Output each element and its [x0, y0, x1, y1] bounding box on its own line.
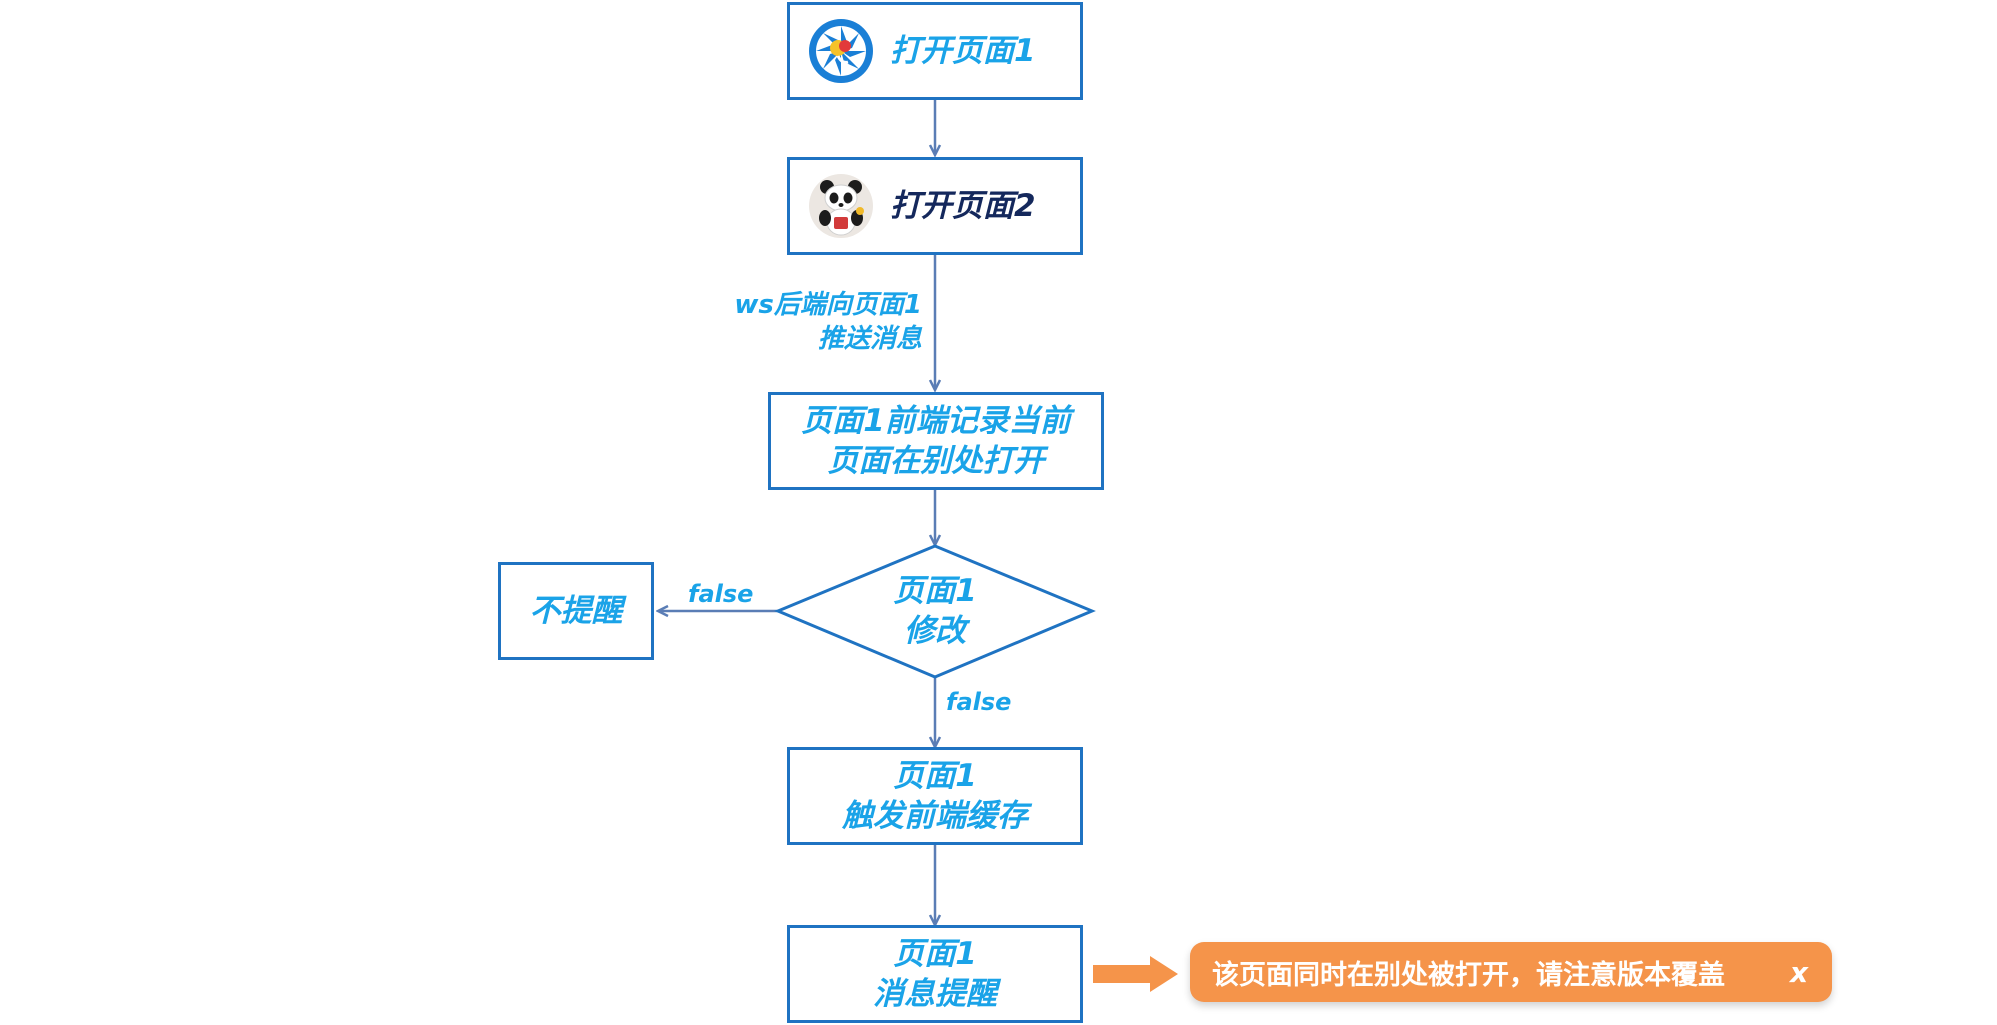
node-open-page2-label: 打开页面2 [890, 187, 1036, 224]
toast-pointer-arrow [1093, 956, 1178, 992]
panda-avatar-icon [808, 173, 874, 239]
node-open-page1: 打开页面1 [787, 2, 1083, 100]
node-remind-line1: 页面1 [893, 935, 977, 972]
node-open-page1-label: 打开页面1 [890, 32, 1036, 69]
decision-line2: 修改 [903, 613, 966, 649]
edge-label-ws-push-line2: 推送消息 [817, 323, 922, 354]
edge-label-ws-push-line1: ws后端向页面1 [734, 290, 922, 320]
edge-label-false-left: false [688, 580, 754, 608]
decision-diamond [774, 544, 1096, 679]
toast-close-button[interactable]: x [1789, 955, 1808, 989]
node-record-line2: 页面在别处打开 [827, 443, 1045, 479]
node-remind-line2: 消息提醒 [873, 976, 997, 1012]
decision-page1-modified: 页面1 修改 [835, 566, 1035, 656]
decision-line1: 页面1 [893, 572, 977, 609]
app-logo-icon [808, 18, 874, 84]
node-record-line1: 页面1前端记录当前 [801, 402, 1071, 439]
node-open-page2: 打开页面2 [787, 157, 1083, 255]
node-cache-line2: 触发前端缓存 [842, 798, 1028, 834]
version-overwrite-toast: 该页面同时在别处被打开，请注意版本覆盖 x [1190, 942, 1832, 1002]
node-message-remind: 页面1 消息提醒 [787, 925, 1083, 1023]
node-cache-line1: 页面1 [893, 757, 977, 794]
node-record-opened-elsewhere: 页面1前端记录当前 页面在别处打开 [768, 392, 1104, 490]
node-no-remind: 不提醒 [498, 562, 654, 660]
node-no-remind-label: 不提醒 [529, 592, 623, 629]
toast-message: 该页面同时在别处被打开，请注意版本覆盖 [1212, 959, 1725, 991]
node-trigger-cache: 页面1 触发前端缓存 [787, 747, 1083, 845]
edge-label-ws-push: ws后端向页面1 推送消息 [700, 289, 922, 357]
edge-label-false-down: false [946, 688, 1012, 716]
